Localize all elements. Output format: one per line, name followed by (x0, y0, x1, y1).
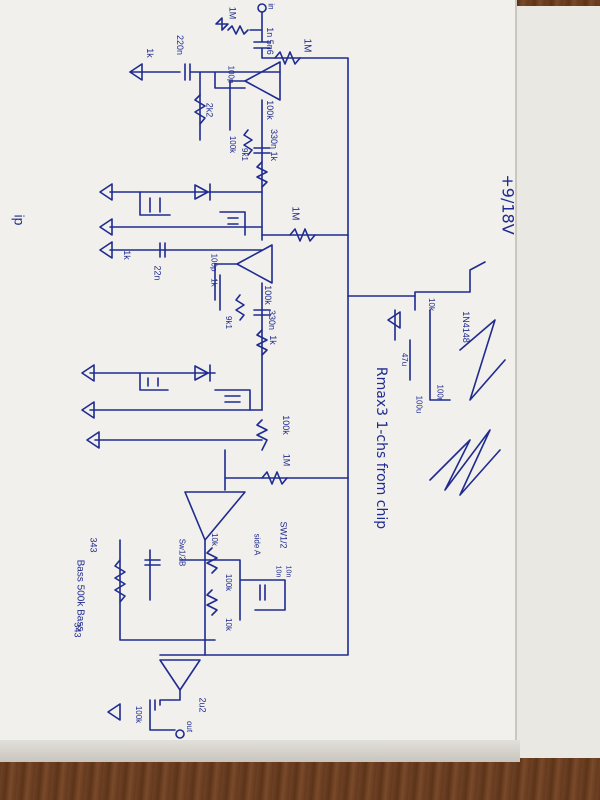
ground-input (215, 17, 229, 31)
label-res-2k2: 2k2 (204, 102, 215, 118)
stage2-wires (214, 263, 263, 411)
label-pot-100k-3: 100k (280, 415, 291, 435)
opamp-2-icon (236, 244, 273, 284)
mosfet-2 (219, 211, 246, 236)
opamp-3-icon (184, 491, 246, 541)
label-res-1k-stage2: 1k (121, 250, 132, 260)
tone-wires (119, 539, 286, 656)
res-9k1-2 (235, 294, 245, 321)
label-tone-343b: 343 (72, 622, 83, 638)
label-res-1m-input: 1M (227, 6, 238, 20)
label-cap-330n-1: 330n 1k (269, 128, 280, 162)
label-side-a: side A (252, 533, 262, 556)
res-2k2 (194, 94, 206, 125)
label-cap-1n5: 1n 5n6 (264, 27, 275, 55)
label-pot-100k-1: 100k (264, 100, 275, 120)
opamp-1-icon (244, 61, 281, 101)
tone-caps (144, 559, 266, 601)
page-bottom-edge (0, 740, 520, 762)
label-tone-cap: 10n (274, 565, 282, 578)
label-cap-100p: 100p (226, 65, 236, 84)
ground-filter (387, 311, 401, 329)
res-10k-2 (206, 547, 218, 574)
ground-clip2-c (86, 431, 100, 449)
label-pot-100k-2: 100k (262, 285, 273, 305)
ground-left-1 (129, 63, 143, 81)
clip2-wires (89, 372, 263, 441)
output-wires (149, 689, 181, 731)
diode-1 (194, 183, 211, 201)
res-1k-s2 (256, 329, 268, 356)
label-cap-330n-2: 330n (267, 309, 278, 331)
label-res-1k-stage3: 1k (267, 335, 278, 345)
ground-clip1-a (99, 183, 113, 201)
clip1-wires (109, 191, 349, 251)
label-out-cap: 2u2 (197, 697, 208, 713)
supply-input-line (414, 261, 486, 297)
label-pot-100k-4: 100k (224, 573, 234, 592)
cap-22n (159, 242, 166, 258)
label-res-10k: 10k (426, 298, 436, 311)
label-res-10k-3: 10k (223, 618, 233, 631)
ground-clip2-b (81, 401, 95, 419)
label-res-1k-stage2b: 1k (209, 278, 219, 287)
cap-330n-1 (253, 147, 271, 154)
label-out: out (185, 720, 195, 733)
res-1m-mid (289, 228, 316, 242)
diode-2 (194, 364, 211, 382)
opamp-out-icon (159, 659, 201, 691)
label-ic-note: Rmax3 1-chs from chip (373, 366, 390, 530)
label-sw-b: Sw1/2B (177, 538, 187, 567)
label-res-9k1-1: 9k1 (239, 148, 249, 161)
input-wire (249, 11, 301, 59)
label-res-1k-left: 1k (144, 48, 155, 58)
res-1k-s1 (256, 161, 268, 188)
pot-100k-3 (256, 419, 268, 451)
label-res-100r: 100r (435, 384, 445, 401)
label-corner-mark: ip (11, 214, 28, 226)
label-res-1m-low: 1M (281, 453, 292, 467)
stage3-wires (224, 449, 349, 491)
label-cap-100p-2: 100p (209, 253, 219, 272)
output-jack-icon (175, 729, 185, 739)
pot-100k-4 (206, 589, 218, 616)
label-diode: 1N4148 (460, 311, 471, 343)
label-cap-22n: 22n (152, 265, 163, 281)
label-sw: SW1/2 (278, 521, 289, 549)
mosfet-1 (139, 191, 171, 216)
supply-rail-wire (159, 57, 349, 656)
ground-clip1-c (99, 241, 113, 259)
label-tone-343: 343 (88, 537, 99, 553)
input-jack-icon (257, 3, 267, 13)
ground-out (107, 703, 121, 721)
label-cap-100u: 100u (414, 395, 424, 414)
ground-clip2-a (81, 364, 95, 382)
label-res-10k-2: 10k (209, 533, 219, 546)
label-res-1m-top: 1M (301, 38, 313, 53)
mosfet-4 (214, 389, 251, 411)
label-cap-220n: 220n (175, 34, 186, 56)
label-res-100k-out: 100k (134, 705, 144, 724)
ground-clip1-b (99, 218, 113, 236)
label-in: in (266, 3, 276, 10)
res-1m-top (274, 51, 301, 65)
label-res-1m-mid: 1M (289, 206, 301, 221)
notebook-page (0, 0, 515, 760)
label-pot-100k-1b: 100k (228, 135, 238, 154)
label-tone-cap2: 10n (284, 565, 292, 578)
label-cap-47u: 47u (400, 352, 410, 367)
supply-branch-wire (347, 295, 416, 311)
cap-330n-2 (253, 309, 271, 316)
label-supply: +9/18V (498, 174, 518, 235)
notebook-page-edge (505, 6, 600, 758)
stage1-wires (129, 63, 281, 241)
scribbled-out-area (429, 319, 506, 496)
mosfet-3 (139, 372, 169, 391)
res-9k1-1 (243, 129, 253, 156)
label-res-9k1-2: 9k1 (223, 316, 233, 329)
label-pot-bass: Bass 500k Bass (74, 559, 86, 632)
res-1m-input (227, 25, 249, 35)
pot-bass (114, 559, 126, 603)
